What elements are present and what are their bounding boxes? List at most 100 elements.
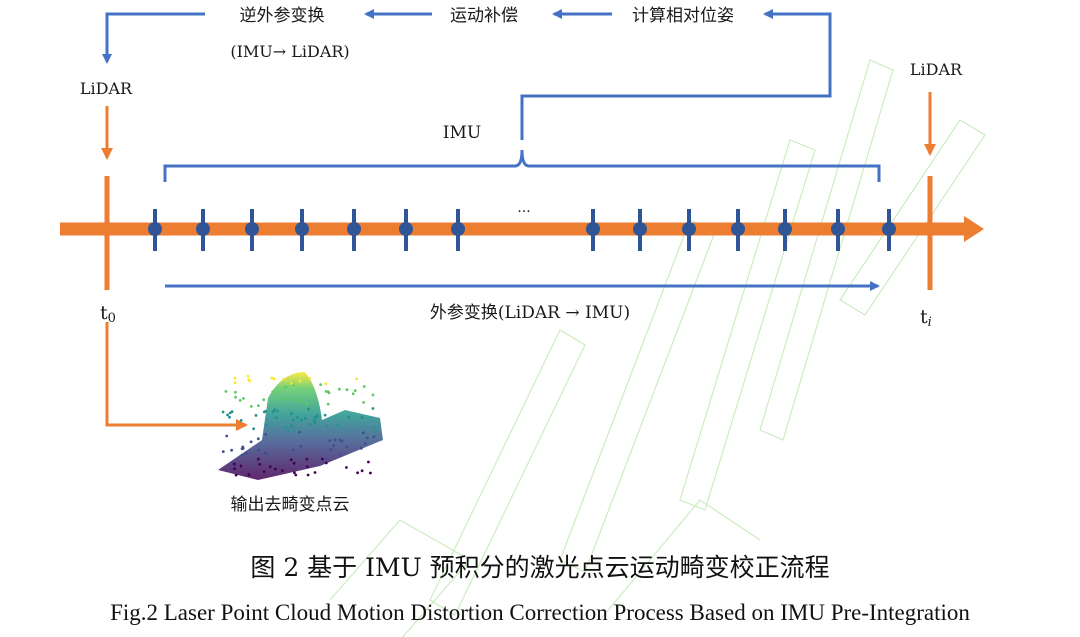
point-cloud-point — [299, 444, 302, 448]
point-cloud-point — [238, 399, 242, 402]
point-cloud-point — [313, 471, 317, 474]
point-cloud-point — [241, 445, 245, 449]
point-cloud-point — [234, 473, 238, 477]
point-cloud-point — [256, 437, 260, 441]
point-cloud-point — [324, 390, 328, 393]
point-cloud-point — [281, 469, 284, 472]
point-cloud-point — [360, 469, 364, 473]
point-cloud-point — [360, 416, 364, 419]
point-cloud-point — [221, 450, 225, 453]
point-cloud-point — [290, 412, 293, 416]
point-cloud-point — [374, 430, 378, 433]
imu-sample-dot — [347, 222, 361, 236]
point-cloud-point — [333, 438, 337, 442]
point-cloud-point — [239, 464, 243, 468]
point-cloud-point — [289, 424, 293, 427]
point-cloud-point — [244, 451, 248, 455]
point-cloud-point — [286, 429, 290, 433]
point-cloud-point — [360, 446, 363, 450]
point-cloud-point — [345, 388, 349, 392]
point-cloud-point — [242, 397, 245, 400]
point-cloud-point — [268, 465, 272, 469]
point-cloud-point — [264, 423, 268, 427]
imu-sample-dot — [831, 222, 845, 236]
point-cloud-point — [300, 419, 303, 422]
point-cloud-point — [366, 436, 369, 440]
point-cloud-point — [313, 418, 316, 422]
timeline — [60, 176, 984, 290]
point-cloud-point — [262, 398, 266, 402]
caption-chinese: 图 2 基于 IMU 预积分的激光点云运动畸变校正流程 — [250, 553, 830, 582]
point-cloud-point — [363, 442, 367, 446]
point-cloud-point — [252, 427, 256, 431]
point-cloud-point — [291, 418, 295, 422]
point-cloud-point — [292, 461, 296, 465]
point-cloud-point — [294, 473, 298, 477]
imu-samples — [148, 209, 896, 251]
point-cloud-point — [353, 389, 357, 392]
point-cloud-point — [247, 378, 251, 382]
point-cloud-point — [369, 471, 372, 475]
point-cloud-point — [309, 423, 312, 427]
point-cloud-point — [293, 471, 296, 475]
point-cloud-point — [258, 463, 262, 466]
point-cloud-point — [328, 439, 331, 443]
point-cloud-point — [291, 397, 294, 401]
point-cloud-point — [275, 397, 278, 401]
imu-sample-dot — [399, 222, 413, 236]
extrinsic-label: 外参变换(LiDAR → IMU) — [430, 303, 630, 323]
point-cloud-point — [315, 414, 319, 417]
point-cloud-point — [326, 402, 330, 406]
point-cloud-point — [284, 396, 288, 400]
point-cloud-point — [262, 470, 266, 473]
output-arrow — [105, 322, 248, 431]
point-cloud-point — [325, 424, 328, 428]
point-cloud-point — [307, 407, 310, 411]
point-cloud-point — [233, 467, 237, 470]
point-cloud-point — [289, 458, 293, 462]
point-cloud-point — [297, 399, 300, 403]
point-cloud-point — [327, 391, 331, 395]
point-cloud-point — [264, 409, 267, 413]
imu-brace — [163, 149, 881, 182]
imu-sample-dot — [196, 222, 210, 236]
point-cloud-point — [226, 413, 230, 417]
point-cloud-point — [296, 416, 299, 419]
point-cloud-point — [249, 440, 253, 444]
ellipsis-label: ··· — [517, 204, 530, 220]
imu-sample-dot — [148, 222, 162, 236]
point-cloud-point — [367, 460, 370, 464]
point-cloud-point — [233, 381, 237, 385]
point-cloud-point — [228, 411, 232, 415]
point-cloud-point — [305, 402, 309, 406]
point-cloud-point — [274, 467, 277, 471]
point-cloud-point — [372, 435, 376, 439]
point-cloud-point — [282, 377, 285, 381]
point-cloud-point — [290, 382, 293, 385]
point-cloud-point — [313, 421, 317, 425]
point-cloud-point — [299, 398, 303, 401]
point-cloud-point — [298, 430, 301, 434]
imu-sample-dot — [451, 222, 465, 236]
point-cloud-point — [308, 377, 311, 380]
point-cloud-point — [324, 461, 328, 465]
point-cloud-point — [284, 385, 288, 389]
imu-sample-dot — [882, 222, 896, 236]
point-cloud-point — [323, 413, 327, 417]
point-cloud-point — [355, 377, 358, 381]
point-cloud-point — [257, 404, 260, 407]
watermark — [329, 59, 986, 637]
point-cloud-point — [239, 419, 243, 422]
motion-compensation-label: 运动补偿 — [450, 6, 518, 26]
point-cloud-point — [271, 390, 275, 394]
imu-sample-dot — [682, 222, 696, 236]
point-cloud-point — [273, 408, 277, 411]
imu-sample-dot — [778, 222, 792, 236]
point-cloud-point — [304, 416, 307, 420]
point-cloud-point — [372, 426, 375, 429]
point-cloud-point — [228, 415, 231, 419]
point-cloud-point — [351, 392, 355, 396]
point-cloud-point — [284, 425, 287, 429]
point-cloud-point — [276, 409, 279, 413]
point-cloud-point — [221, 410, 225, 414]
